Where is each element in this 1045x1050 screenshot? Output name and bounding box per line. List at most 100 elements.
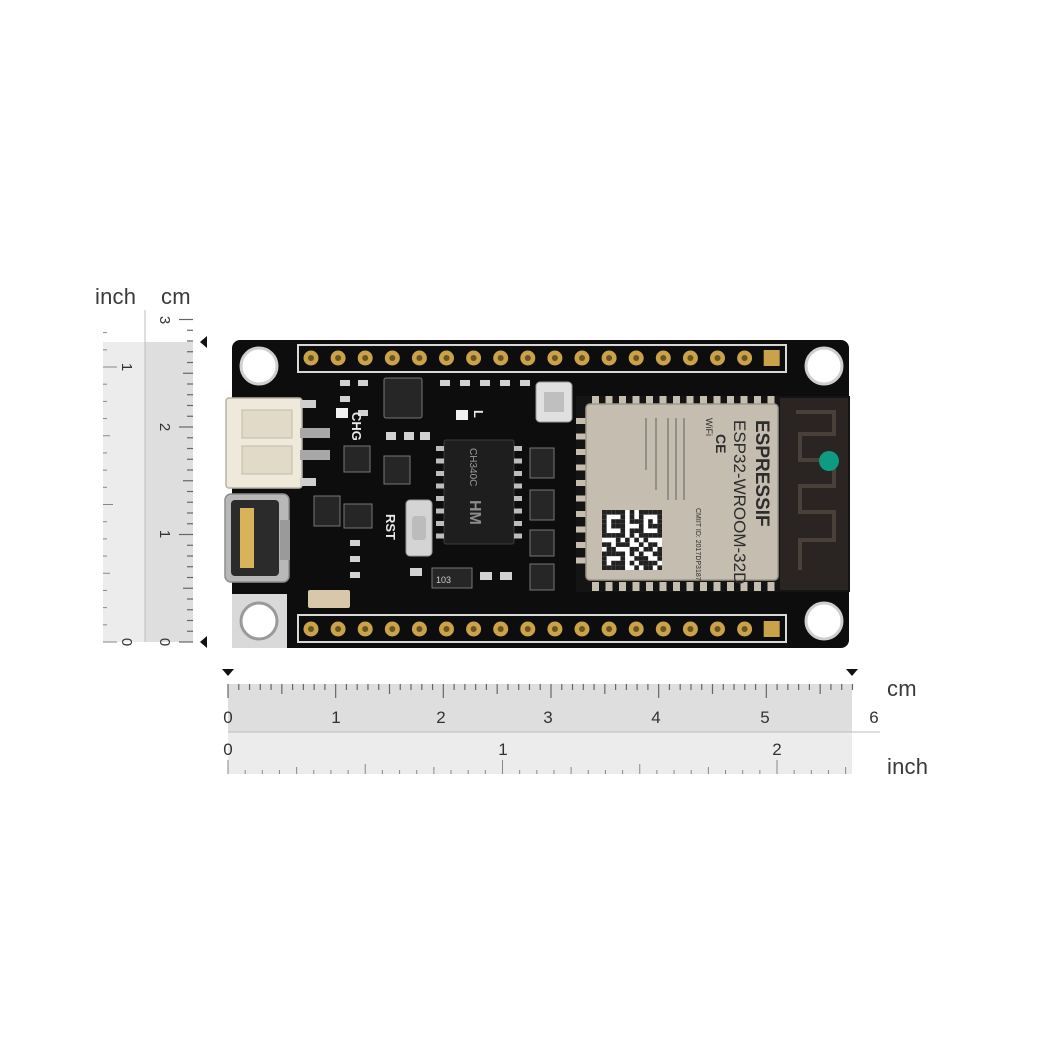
module-brand: ESPRESSIF [751, 420, 772, 527]
module-pin [686, 396, 694, 404]
vin-label-0: 0 [118, 638, 135, 646]
module-pin [592, 396, 599, 404]
qr-cell [643, 510, 649, 515]
qr-cell [611, 523, 616, 529]
module-pin [686, 582, 694, 591]
qr-cell [611, 519, 616, 524]
module-pin [576, 542, 586, 548]
header-pad-hole [443, 355, 450, 361]
chip-pin [436, 458, 444, 464]
horizontal-inch-unit: inch [887, 754, 929, 779]
mounting-hole-top-left [239, 346, 279, 386]
qr-cell [615, 523, 621, 529]
qr-cell [648, 560, 653, 566]
pcb-board: CH340C HM 103 CHG RST L [224, 340, 850, 648]
usb-chip-label: CH340C [467, 448, 478, 486]
micro-usb-port [224, 493, 290, 583]
hcm-label-6: 6 [869, 708, 878, 727]
module-pin [740, 582, 748, 591]
qr-cell [652, 523, 658, 529]
qr-cell [648, 565, 653, 570]
qr-cell [652, 560, 658, 566]
chip-pin [436, 483, 444, 489]
header-pad-hole [687, 355, 694, 361]
qr-cell [634, 528, 639, 534]
qr-cell [615, 519, 621, 524]
module-pin [740, 396, 748, 404]
qr-cell [657, 523, 662, 529]
reset-button[interactable] [405, 499, 433, 557]
qr-cell [643, 537, 649, 543]
teal-led [819, 451, 839, 471]
chip-pin [514, 458, 522, 464]
qr-cell [629, 546, 635, 552]
qr-cell [648, 519, 653, 524]
header-pad-hole [389, 626, 396, 632]
module-pin [576, 557, 586, 564]
qr-cell [638, 528, 644, 534]
header-pad-hole [660, 355, 667, 361]
qr-cell [606, 551, 612, 557]
qr-cell [620, 510, 626, 515]
header-pad-hole [741, 626, 748, 632]
qr-cell [620, 528, 626, 534]
hin-label-0: 0 [223, 740, 232, 759]
qr-cell [634, 556, 639, 561]
qr-cell [620, 560, 626, 566]
chip-pin [436, 496, 444, 501]
qr-cell [638, 560, 644, 566]
chip-pin [436, 533, 444, 539]
module-pin [646, 582, 653, 591]
silk-rst: RST [383, 514, 398, 540]
chip-pin [436, 508, 444, 514]
chip-code-label: HM [466, 500, 483, 525]
module-pin [576, 418, 586, 424]
header-pad-hole [443, 626, 450, 632]
qr-cell [629, 528, 635, 534]
qr-cell [606, 542, 612, 547]
qr-cell [611, 560, 616, 566]
qr-cell [615, 533, 621, 538]
header-bottom-outline [297, 614, 787, 643]
module-pin [659, 396, 667, 404]
qr-cell [657, 533, 662, 538]
qr-cell [643, 546, 649, 552]
qr-cell [657, 565, 662, 570]
header-pad-hole [470, 355, 477, 361]
qr-cell [638, 551, 644, 557]
qr-cell [625, 537, 630, 543]
module-pin [713, 396, 721, 404]
qr-cell [615, 510, 621, 515]
hcm-label-1: 1 [331, 708, 340, 727]
qr-cell [615, 565, 621, 570]
silk-chg: CHG [349, 412, 364, 441]
module-pin [713, 582, 721, 591]
qr-cell [638, 556, 644, 561]
qr-cell [634, 546, 639, 552]
qr-cell [606, 565, 612, 570]
qr-cell [620, 565, 626, 570]
module-pin [700, 582, 707, 591]
module-pin [727, 396, 734, 404]
header-pad-hole [416, 626, 423, 632]
qr-cell [620, 542, 626, 547]
qr-cell [629, 519, 635, 524]
qr-cell [648, 523, 653, 529]
chip-pin [514, 446, 522, 451]
module-cert: CMIIT ID: 2017DP3187 [694, 508, 701, 581]
qr-cell [652, 542, 658, 547]
qr-cell [648, 542, 653, 547]
module-ce-mark: CE [713, 434, 729, 453]
header-pad-hole [551, 626, 558, 632]
qr-cell [611, 510, 616, 515]
module-pin [700, 396, 707, 404]
header-top-outline [297, 344, 787, 373]
module-pin [592, 582, 599, 591]
chip-pin [436, 446, 444, 451]
chip-pin [514, 483, 522, 489]
qr-cell [602, 542, 607, 547]
qr-cell [615, 551, 621, 557]
qr-cell [606, 533, 612, 538]
chip-pin [436, 521, 444, 526]
module-fine-print [645, 418, 685, 500]
